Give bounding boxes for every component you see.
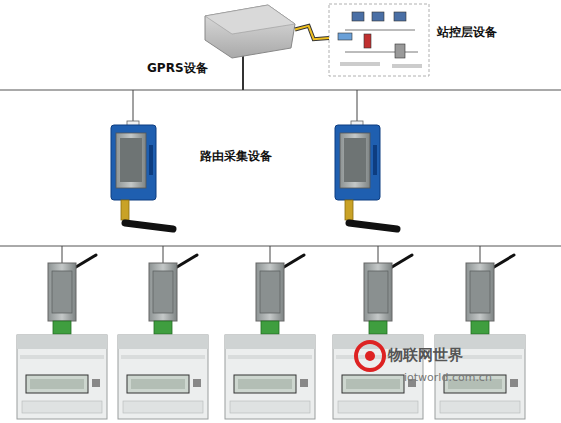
watermark-url: iotworld.com.cn	[404, 371, 492, 384]
device-label: 站控层设备	[437, 24, 497, 41]
gprs-device: GPRS设备	[205, 5, 295, 58]
watermark: 物联网世界	[388, 346, 463, 365]
station-control: 站控层设备	[329, 4, 429, 76]
group-label: 路由采集设备	[200, 148, 272, 165]
wireless-link	[295, 26, 329, 39]
device-label: GPRS设备	[147, 60, 208, 77]
